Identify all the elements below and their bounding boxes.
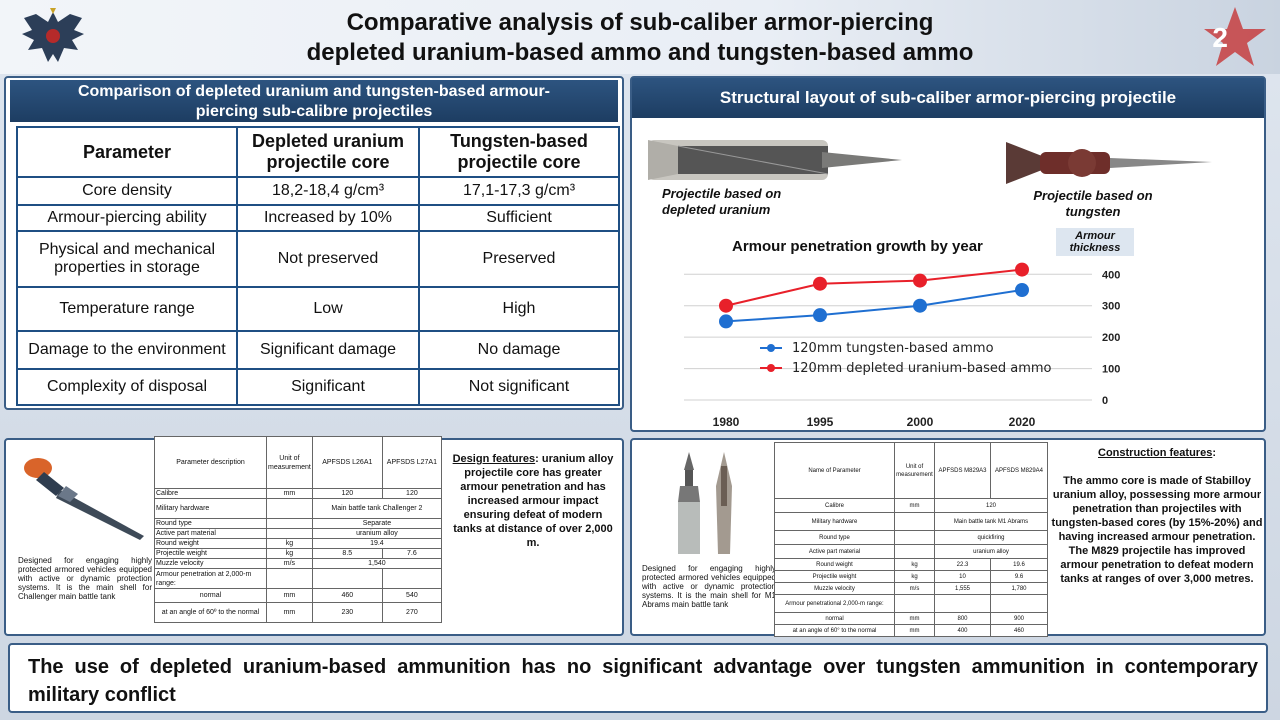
- series-line: [725, 268, 1023, 307]
- du-projectile-image: [648, 140, 902, 180]
- l27a1-projectile-image: [24, 458, 144, 540]
- conclusion-panel: The use of depleted uranium-based ammuni…: [8, 643, 1268, 713]
- slide-title: Comparative analysis of sub-caliber armo…: [306, 9, 974, 66]
- legend-label: 120mm depleted uranium-based ammo: [792, 361, 1052, 376]
- comparison-heading: Comparison of depleted uranium and tungs…: [10, 80, 618, 122]
- y-tick-label: 300: [1102, 301, 1120, 313]
- legend-marker: [767, 364, 775, 372]
- legend-label: 120mm tungsten-based ammo: [792, 341, 994, 356]
- table-row: Armour penetration at 2,000-m range:: [154, 568, 443, 589]
- tungsten-projectile-label: Projectile based on tungsten: [1033, 188, 1153, 219]
- table-row: Armour-piercing ability Increased by 10%…: [16, 204, 620, 232]
- data-point: [813, 276, 827, 291]
- x-tick-label: 1995: [807, 415, 834, 429]
- comparison-panel: Comparison of depleted uranium and tungs…: [4, 76, 624, 410]
- uk-ammo-caption: Designed for engaging highly protected a…: [18, 556, 152, 601]
- design-features-title: Design features: [452, 453, 536, 465]
- data-point: [913, 273, 927, 288]
- table-row: Armour penetrational 2,000-m range:: [774, 594, 1048, 613]
- tungsten-projectile-image: [1006, 142, 1212, 184]
- column-header: Tungsten-based projectile core: [418, 126, 620, 178]
- us-construction-features: Construction features: The ammo core is …: [1051, 447, 1263, 585]
- table-row: Damage to the environment Significant da…: [16, 330, 620, 370]
- y-tick-label: 0: [1102, 395, 1108, 407]
- table-row: Complexity of disposal Significant Not s…: [16, 368, 620, 406]
- column-header: Depleted uranium projectile core: [236, 126, 420, 178]
- eagle-emblem-icon: [22, 8, 84, 62]
- legend-marker: [767, 344, 775, 352]
- series-line: [725, 289, 1023, 323]
- x-tick-label: 2020: [1009, 415, 1036, 429]
- y-tick-label: 200: [1102, 332, 1120, 344]
- y-axis-label: Armour thickness: [1056, 228, 1134, 256]
- construction-features-title: Construction features:: [1098, 447, 1216, 459]
- us-ammo-caption: Designed for engaging highly protected a…: [642, 564, 776, 609]
- slide-header: Comparative analysis of sub-caliber armo…: [0, 0, 1280, 74]
- data-point: [719, 298, 733, 313]
- data-point: [813, 308, 827, 323]
- chart-title: Armour penetration growth by year: [732, 238, 983, 255]
- data-point: [1015, 262, 1029, 277]
- uk-spec-table: Parameter description Unit of measuremen…: [154, 436, 443, 623]
- uk-ammo-panel: Designed for engaging highly protected a…: [4, 436, 624, 636]
- table-row: Physical and mechanical properties in st…: [16, 230, 620, 288]
- data-point: [913, 298, 927, 313]
- x-tick-label: 2000: [907, 415, 934, 429]
- comparison-table: Parameter Depleted uranium projectile co…: [16, 126, 620, 406]
- us-ammo-panel: Designed for engaging highly protected a…: [630, 438, 1266, 637]
- table-row: Temperature range Low High: [16, 286, 620, 332]
- page-number: 2: [1212, 22, 1228, 53]
- x-tick-label: 1980: [713, 415, 740, 429]
- layout-heading: Structural layout of sub-caliber armor-p…: [632, 78, 1264, 118]
- conclusion-text: The use of depleted uranium-based ammuni…: [28, 656, 1258, 706]
- data-point: [719, 314, 733, 329]
- y-tick-label: 400: [1102, 269, 1120, 281]
- m829-projectile-image: [678, 452, 732, 554]
- penetration-chart: 0 100 200 300 400 1980 1995 2000 2020 120mm tungs…: [684, 262, 1120, 429]
- du-projectile-label: Projectile based on depleted uranium: [662, 186, 782, 217]
- star-emblem-icon: [1204, 7, 1266, 66]
- column-header: Parameter: [16, 126, 238, 178]
- us-spec-table: Name of Parameter Unit of measurement AP…: [774, 442, 1048, 637]
- layout-panel: Structural layout of sub-caliber armor-p…: [630, 76, 1266, 432]
- y-tick-label: 100: [1102, 364, 1120, 376]
- data-point: [1015, 283, 1029, 297]
- table-row: Core density 18,2-18,4 g/cm³ 17,1-17,3 g…: [16, 176, 620, 206]
- uk-design-features: Design features: uranium alloy projectil…: [452, 453, 614, 549]
